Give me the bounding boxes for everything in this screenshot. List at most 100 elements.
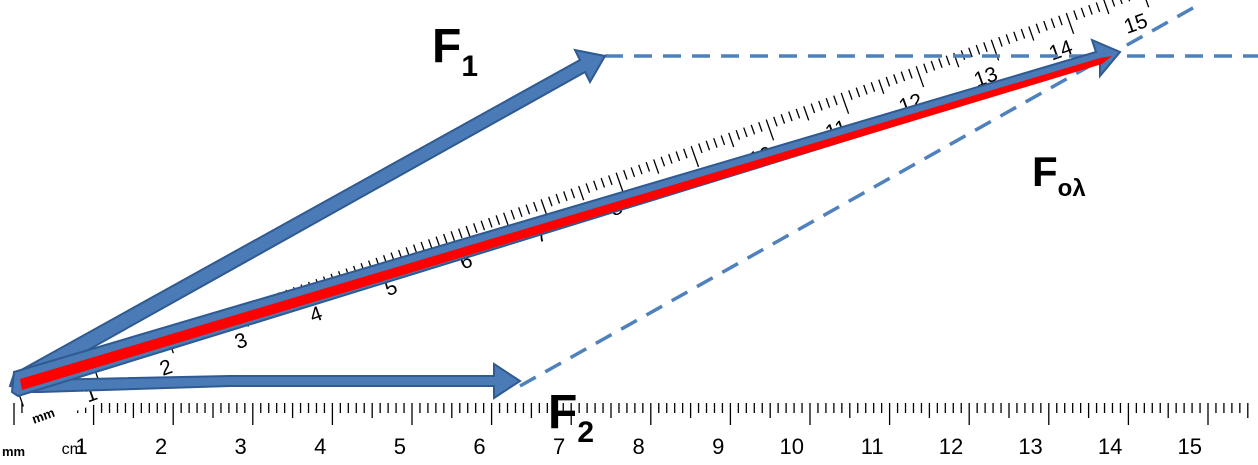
ruler-tick — [1043, 20, 1048, 31]
ruler-tick — [780, 114, 786, 124]
ruler-tick — [923, 63, 928, 74]
ruler-tick — [863, 84, 868, 95]
ruler-tick — [480, 220, 486, 231]
ruler-tick — [825, 98, 831, 108]
ruler-tick — [533, 201, 538, 212]
ruler-tick — [585, 183, 591, 194]
ruler-tick — [690, 145, 700, 168]
ruler-tick — [870, 82, 876, 92]
ruler-tick — [750, 124, 756, 135]
ruler-tick — [593, 180, 598, 191]
ruler-tick — [1110, 0, 1116, 7]
ruler-tick — [728, 132, 735, 148]
resultant-arrow-core — [20, 56, 1112, 390]
ruler-tick — [1020, 28, 1026, 39]
ruler-tick — [795, 108, 801, 119]
ruler-number: 14 — [1098, 434, 1122, 459]
bottom-ruler-ticks — [13, 403, 1249, 425]
ruler-tick — [998, 36, 1003, 47]
ruler-unit-label: cm — [62, 441, 83, 458]
ruler-tick — [840, 92, 850, 114]
ruler-tick — [983, 42, 988, 53]
ruler-tick — [638, 164, 643, 175]
ruler-tick — [563, 191, 568, 202]
ruler-tick — [833, 95, 838, 106]
ruler-tick — [968, 47, 973, 58]
ruler-tick — [698, 143, 703, 154]
label-f2: F2 — [548, 386, 594, 449]
ruler-number: 12 — [939, 434, 963, 459]
ruler-number: 15 — [1178, 434, 1202, 459]
ruler-number: 3 — [235, 434, 247, 459]
ruler-tick — [1140, 0, 1150, 8]
ruler-tick — [1088, 4, 1093, 15]
ruler-tick — [735, 129, 741, 140]
ruler-tick — [443, 233, 448, 244]
bottom-ruler-mm-label: mm — [2, 444, 25, 459]
ruler-number: 13 — [1018, 434, 1042, 459]
ruler-tick — [1095, 2, 1101, 13]
ruler-tick — [743, 127, 748, 138]
ruler-tick — [1058, 15, 1063, 26]
ruler-tick — [615, 172, 625, 194]
ruler-tick — [773, 116, 778, 127]
ruler-tick — [945, 55, 951, 66]
ruler-tick — [683, 148, 688, 159]
ruler-tick — [675, 151, 681, 162]
ruler-tick — [660, 156, 666, 167]
ruler-tick — [975, 44, 981, 55]
ruler-tick — [503, 212, 510, 228]
force-f2-arrow — [13, 362, 522, 400]
ruler-tick — [705, 140, 711, 151]
ruler-tick — [893, 74, 898, 84]
ruler-number: 7 — [553, 434, 565, 459]
ruler-tick — [570, 188, 576, 199]
ruler-tick — [930, 60, 936, 71]
ruler-tick — [608, 175, 613, 186]
ruler-tick — [653, 159, 660, 174]
ruler-tick — [600, 177, 606, 188]
ruler-tick — [908, 68, 913, 79]
tilted-ruler-mm-label: mm — [30, 405, 57, 427]
ruler-number: 2 — [155, 434, 167, 459]
ruler-tick — [713, 137, 718, 148]
ruler-tick — [803, 106, 810, 121]
ruler-tick — [1050, 18, 1056, 29]
ruler-tick — [473, 223, 478, 233]
ruler-tick — [555, 193, 561, 204]
label-f1: F1 — [432, 20, 478, 83]
ruler-tick — [435, 236, 441, 247]
ruler-number: 4 — [314, 434, 326, 459]
ruler-tick — [1013, 31, 1018, 42]
ruler-tick — [548, 196, 553, 207]
ruler-number: 9 — [712, 434, 724, 459]
ruler-tick — [810, 103, 816, 114]
ruler-tick — [720, 135, 726, 146]
ruler-number: 1 — [75, 434, 87, 459]
ruler-tick — [458, 228, 463, 239]
ruler-tick — [510, 209, 516, 220]
ruler-tick — [1080, 7, 1086, 18]
ruler-tick — [495, 215, 501, 225]
ruler-tick — [1118, 0, 1123, 5]
ruler-tick — [578, 185, 585, 201]
ruler-number: 10 — [780, 434, 804, 459]
ruler-number: 11 — [861, 434, 884, 459]
ruler-tick — [488, 217, 493, 228]
ruler-tick — [1005, 34, 1011, 45]
ruler-tick — [1073, 10, 1078, 21]
ruler-tick — [1028, 26, 1035, 41]
ruler-number: 6 — [473, 434, 485, 459]
ruler-tick — [878, 79, 885, 94]
resultant-arrow — [10, 38, 1122, 398]
ruler-tick — [765, 119, 775, 141]
ruler-number: 5 — [394, 434, 406, 459]
ruler-tick — [758, 121, 763, 132]
ruler-tick — [630, 167, 636, 178]
ruler-tick — [525, 204, 531, 215]
ruler-tick — [518, 207, 523, 218]
